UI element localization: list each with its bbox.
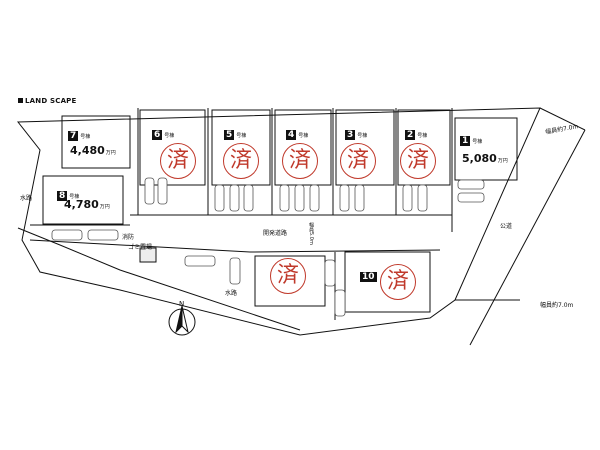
lot-8-price: 4,780万円 <box>64 198 110 211</box>
lot-1-block <box>454 117 518 181</box>
lot-6-sold-stamp: 済 <box>160 143 196 179</box>
lot-10-label: 10 <box>360 272 377 282</box>
garbage-label: ゴミ置場 <box>128 244 153 251</box>
lot-7-price: 4,480万円 <box>70 144 116 157</box>
waterway-bottom-label: 水路 <box>225 290 238 297</box>
lot-3-block <box>335 109 395 186</box>
north-label: N <box>179 300 185 308</box>
lot-5-block <box>211 109 271 186</box>
lot-9-sold-stamp: 済 <box>270 258 306 294</box>
lot-5-sold-stamp: 済 <box>223 143 259 179</box>
road-width-bottom-label: 幅員約7.0m <box>540 302 574 309</box>
garbage-area <box>139 247 157 263</box>
lot-8-block <box>42 175 124 225</box>
waterway-left-label: 水路 <box>20 195 33 202</box>
lot-2-sold-stamp: 済 <box>400 143 436 179</box>
lot-7-block <box>61 115 131 169</box>
lot-4-block <box>274 109 332 186</box>
lot-4-sold-stamp: 済 <box>282 143 318 179</box>
north-arrow <box>168 305 196 336</box>
site-boundary <box>16 107 541 336</box>
brand-logo: LAND SCAPE <box>18 97 77 105</box>
dev-road-label: 開発道路 <box>263 230 288 237</box>
lot-10-sold-stamp: 済 <box>380 264 416 300</box>
lot-6-block <box>139 109 206 186</box>
lot-3-sold-stamp: 済 <box>340 143 376 179</box>
public-road-label: 公道 <box>500 223 513 230</box>
fire-label: 消防 <box>122 234 135 241</box>
lot-number: 7 <box>68 131 79 141</box>
dev-road-width-label: 幅員5.0m <box>308 222 314 245</box>
lot-1-price: 5,080万円 <box>462 152 508 165</box>
lot-10-block <box>344 251 431 313</box>
